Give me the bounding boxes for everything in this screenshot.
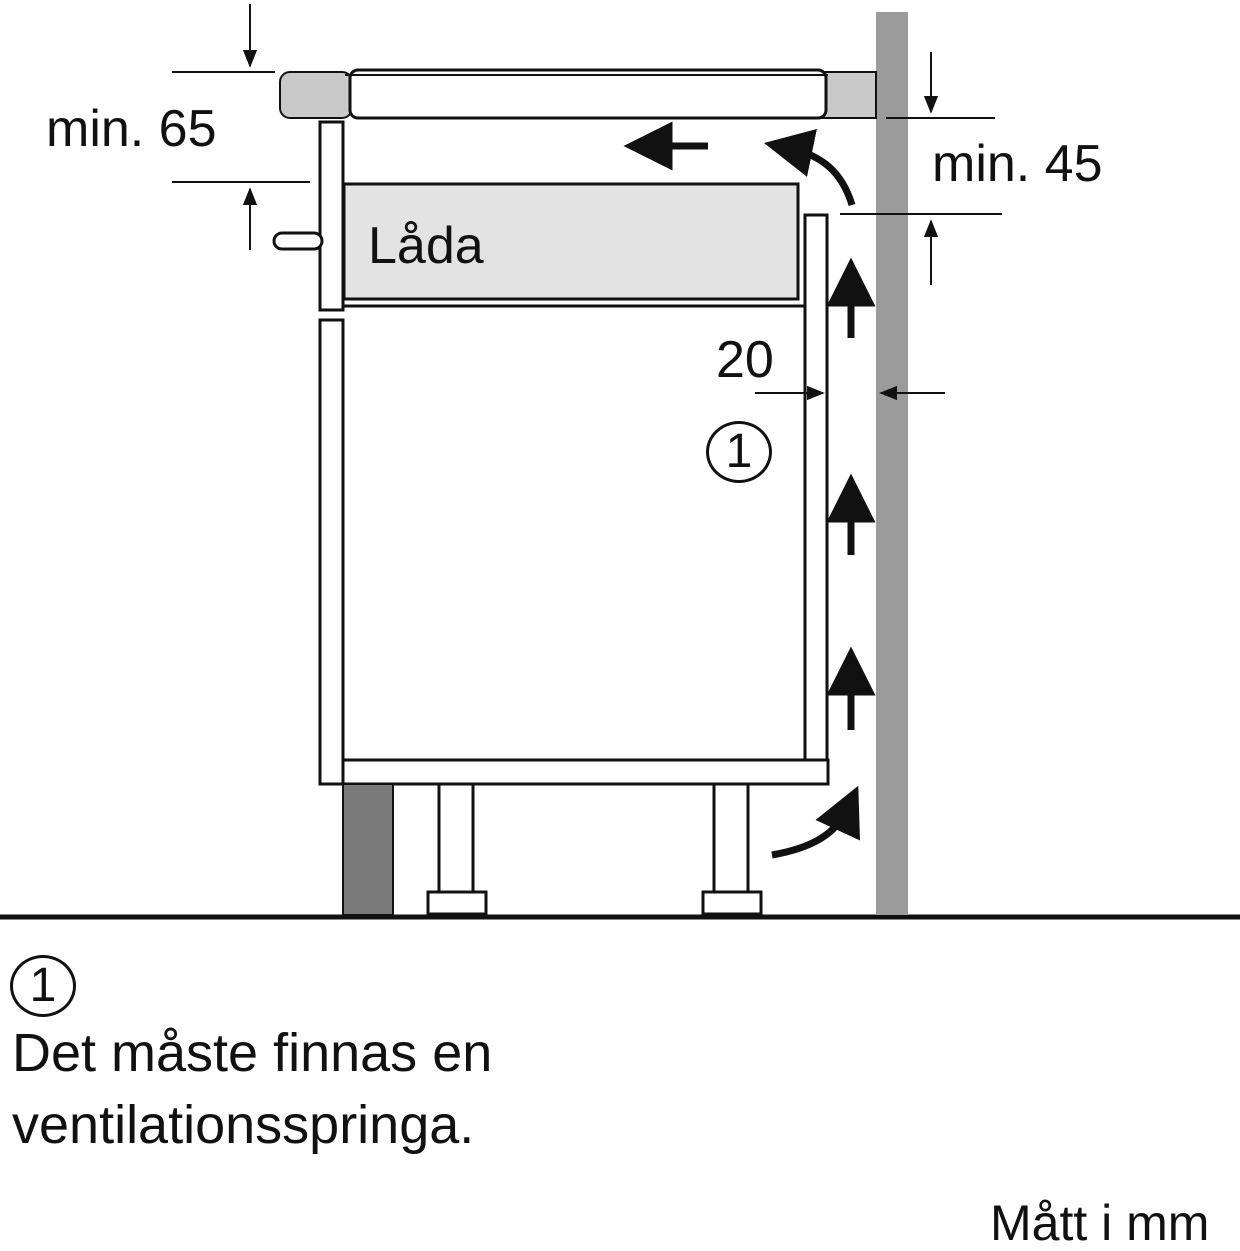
drawer-box — [342, 182, 800, 301]
rear-wall — [876, 12, 908, 915]
cabinet-front-upper — [318, 120, 345, 312]
legend-marker-1-number: 1 — [29, 959, 57, 1012]
drawer-label: Låda — [368, 217, 484, 275]
foot-front — [426, 890, 488, 916]
dim-label-min45: min. 45 — [932, 135, 1103, 193]
dim-label-gap20: 20 — [716, 331, 774, 389]
leg-front — [437, 782, 475, 896]
cabinet-front-lower — [318, 318, 345, 786]
callout-marker-1: 1 — [706, 421, 772, 483]
cabinet-bottom — [341, 758, 830, 786]
cabinet-back-panel — [803, 213, 829, 762]
foot-rear — [701, 890, 763, 916]
legend-text-line-2: ventilationsspringa. — [12, 1095, 475, 1155]
hob-glass — [348, 68, 828, 120]
legend-text-line-1: Det måste finnas en — [12, 1023, 493, 1083]
legend-marker-1: 1 — [10, 955, 76, 1017]
dim-label-min65: min. 65 — [46, 100, 217, 158]
drawer-handle — [272, 231, 324, 251]
airflow-arrow-curve-bottom — [771, 785, 860, 859]
callout-marker-1-number: 1 — [725, 425, 753, 478]
units-footnote: Mått i mm — [990, 1195, 1210, 1251]
plinth — [342, 783, 394, 916]
airflow-arrow-curve-top — [764, 128, 856, 207]
leg-rear — [712, 782, 750, 896]
worktop-left — [279, 71, 353, 119]
